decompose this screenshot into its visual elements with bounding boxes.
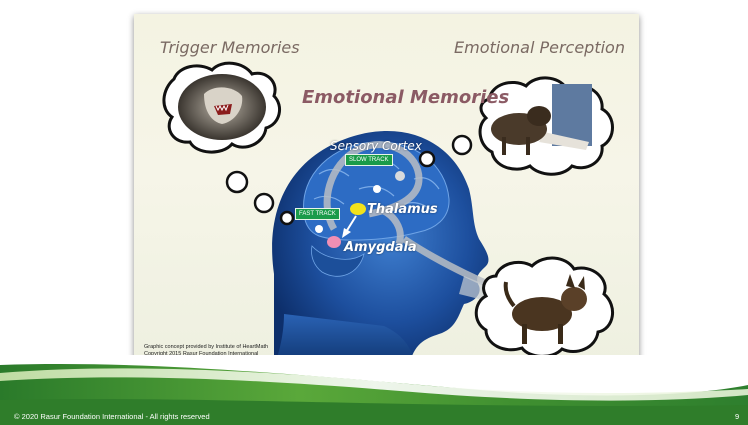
pathway-node bbox=[373, 185, 381, 193]
amygdala-dot bbox=[327, 236, 341, 248]
thalamus-label: Thalamus bbox=[367, 202, 438, 217]
pathway-node bbox=[395, 171, 405, 181]
illustration-panel: Trigger Memories Emotional Perception Em… bbox=[134, 14, 639, 366]
thalamus-dot bbox=[350, 203, 366, 215]
emotional-perception-title: Emotional Perception bbox=[454, 38, 625, 57]
fast-track-badge: FAST TRACK bbox=[295, 208, 340, 220]
slow-track-badge: SLOW TRACK bbox=[345, 154, 393, 166]
page-number: 9 bbox=[735, 412, 739, 421]
emotional-memories-title: Emotional Memories bbox=[302, 87, 509, 108]
trigger-memory-bubble bbox=[164, 63, 280, 152]
pathway-node bbox=[315, 225, 323, 233]
amygdala-label: Amygdala bbox=[344, 240, 417, 255]
trigger-memories-title: Trigger Memories bbox=[160, 38, 300, 57]
sensory-cortex-label: Sensory Cortex bbox=[330, 139, 422, 153]
puppy-bubble bbox=[476, 258, 612, 356]
credit-line: Graphic concept provided by Institute of… bbox=[144, 344, 268, 351]
brain-illustration bbox=[134, 14, 639, 366]
footer-copyright: © 2020 Rasur Foundation International - … bbox=[14, 412, 210, 421]
